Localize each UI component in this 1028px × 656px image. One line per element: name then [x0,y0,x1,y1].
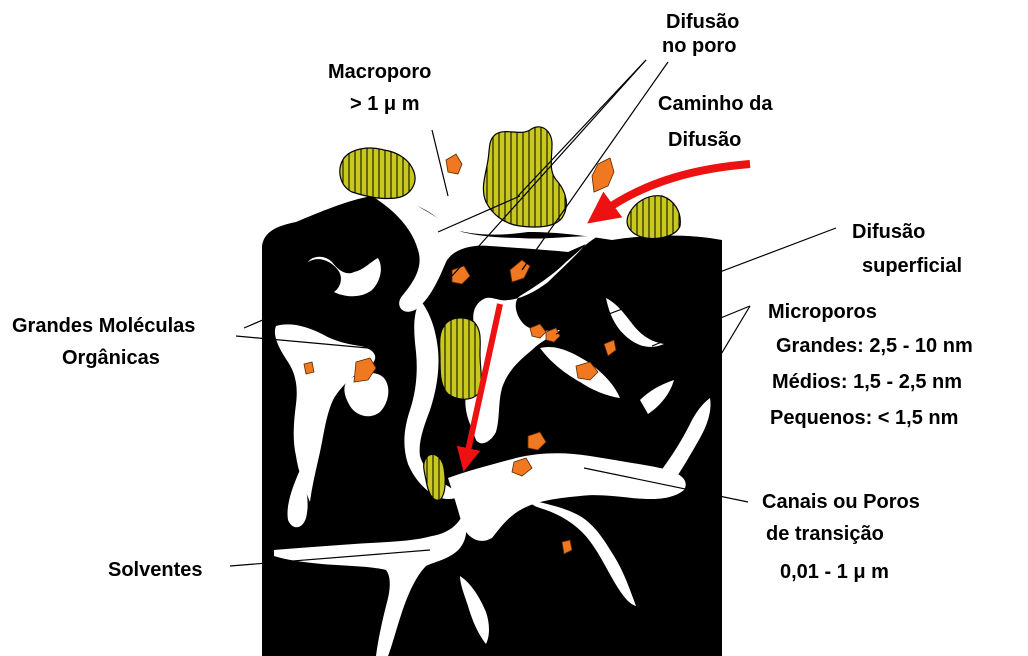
label-difusao-no-poro-line1: Difusão [666,11,739,33]
solvent-molecule [304,362,314,374]
label-microporos-title: Microporos [768,301,877,323]
solvent-molecule [592,158,614,192]
label-canais-line3: 0,01 - 1 μ m [780,561,889,583]
label-solventes: Solventes [108,559,202,581]
label-grandes-moleculas-line2: Orgânicas [62,347,160,369]
label-grandes-moleculas-line1: Grandes Moléculas [12,315,195,337]
organic-molecule [440,318,482,399]
label-microporos-pequenos: Pequenos: < 1,5 nm [770,407,958,429]
label-macroporo-line1: Macroporo [328,61,431,83]
label-caminho-line1: Caminho da [658,93,773,115]
label-difusao-superficial-line1: Difusão [852,221,925,243]
label-difusao-no-poro-line2: no poro [662,35,736,57]
solvent-molecule [446,154,462,174]
label-macroporo-line2: > 1 μ m [350,93,420,115]
label-difusao-superficial-line2: superficial [862,255,962,277]
label-caminho-line2: Difusão [668,129,741,151]
organic-molecule [627,196,680,239]
label-microporos-medios: Médios: 1,5 - 2,5 nm [772,371,962,393]
label-canais-line2: de transição [766,523,884,545]
label-microporos-grandes: Grandes: 2,5 - 10 nm [776,335,973,357]
organic-molecule [340,148,415,198]
organic-molecule [483,127,566,227]
label-canais-line1: Canais ou Poros [762,491,920,513]
